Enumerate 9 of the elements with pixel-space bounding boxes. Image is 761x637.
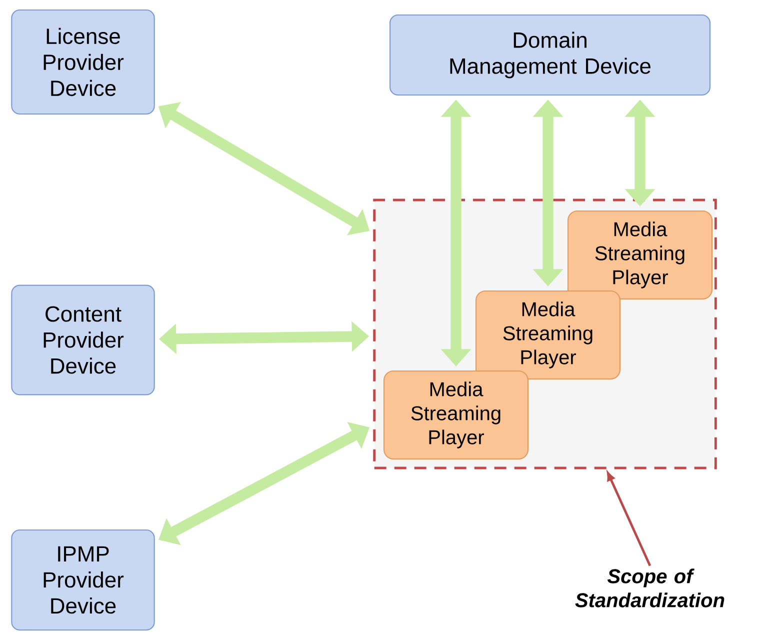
device-box: Domain Management Device	[389, 14, 711, 96]
player-box: Media Streaming Player	[475, 290, 621, 380]
leader-arrow	[607, 472, 652, 566]
player-box: Media Streaming Player	[383, 370, 529, 460]
device-box: IPMP Provider Device	[11, 529, 155, 631]
device-box: Content Provider Device	[11, 284, 155, 396]
device-box: License Provider Device	[11, 9, 155, 115]
player-box: Media Streaming Player	[567, 210, 713, 300]
note-text: Scope of Standardization	[575, 568, 724, 608]
